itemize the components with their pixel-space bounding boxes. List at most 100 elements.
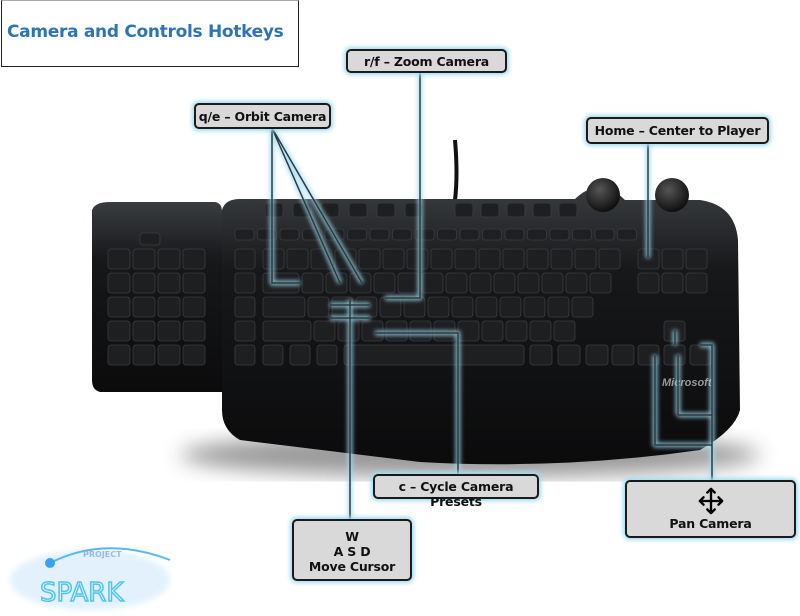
callout-zoom-camera: r/f – Zoom Camera [346, 49, 507, 73]
key [499, 296, 522, 318]
key [571, 296, 594, 318]
key [661, 272, 684, 294]
key [505, 320, 528, 342]
logo-big-text: SPARK [40, 578, 124, 608]
key [541, 272, 564, 294]
key [493, 272, 516, 294]
key [107, 248, 131, 270]
title-box: Camera and Controls Hotkeys [1, 0, 299, 67]
key [307, 296, 330, 318]
brand-logo: Microsoft [662, 377, 713, 389]
key [482, 228, 502, 241]
key [523, 296, 546, 318]
key [553, 320, 576, 342]
key [565, 272, 588, 294]
callout-move-cursor: W A S D Move Cursor [292, 519, 412, 581]
key [454, 248, 477, 270]
callout-text: W [345, 529, 359, 544]
key [313, 320, 336, 342]
key [574, 248, 597, 270]
connector-lines [269, 72, 715, 519]
key [517, 272, 540, 294]
key [262, 344, 284, 366]
key [301, 272, 324, 294]
key [289, 344, 311, 366]
key [262, 296, 306, 318]
key [475, 296, 498, 318]
callout-text: Move Cursor [308, 559, 396, 574]
key [481, 320, 504, 342]
callout-text: q/e – Orbit Camera [198, 109, 327, 124]
key [234, 344, 256, 366]
key [279, 228, 300, 241]
key [532, 202, 552, 218]
key [527, 228, 547, 241]
key [107, 296, 131, 318]
key [343, 344, 525, 366]
key [376, 202, 396, 218]
key [685, 248, 708, 270]
key [529, 344, 553, 366]
key [454, 202, 474, 218]
key [663, 344, 686, 366]
key [157, 296, 181, 318]
key [637, 272, 660, 294]
callout-pan-camera: Pan Camera [625, 480, 796, 538]
key [132, 344, 156, 366]
key [234, 320, 256, 342]
key [347, 228, 367, 241]
key [685, 272, 708, 294]
page-title: Camera and Controls Hotkeys [7, 22, 284, 42]
key [430, 248, 453, 270]
key [502, 248, 525, 270]
key [661, 248, 684, 270]
project-spark-logo: PROJECT SPARK [10, 547, 171, 610]
key [445, 272, 468, 294]
key [139, 232, 161, 246]
key [234, 228, 255, 241]
key [382, 248, 405, 270]
key [182, 272, 206, 294]
callout-orbit-camera: q/e – Orbit Camera [194, 103, 331, 129]
key [369, 228, 390, 241]
key [585, 344, 609, 366]
callout-text: r/f – Zoom Camera [363, 54, 490, 69]
key [589, 272, 612, 294]
key [157, 320, 181, 342]
key [594, 228, 615, 241]
key [107, 320, 131, 342]
key [504, 228, 525, 241]
callout-text: Home – Center to Player [594, 123, 761, 138]
key [459, 228, 480, 241]
key [107, 272, 131, 294]
key [689, 344, 712, 366]
key [421, 272, 444, 294]
key [526, 248, 549, 270]
key [316, 344, 338, 366]
key [557, 344, 581, 366]
key [457, 320, 480, 342]
key [286, 248, 309, 270]
key [392, 228, 412, 241]
key [132, 296, 156, 318]
key [132, 272, 156, 294]
key [182, 296, 206, 318]
key [598, 248, 621, 270]
key [182, 320, 206, 342]
callout-text: Pan Camera [669, 516, 752, 531]
key [348, 202, 368, 218]
callout-text: A S D [333, 544, 371, 559]
key [529, 320, 552, 342]
key [157, 248, 181, 270]
callout-text: c – Cycle Camera Presets [398, 479, 514, 509]
key [397, 272, 420, 294]
key [373, 272, 396, 294]
key [182, 344, 206, 366]
key [469, 272, 492, 294]
zoom-knob [655, 178, 689, 212]
four-way-arrow-icon [698, 487, 723, 515]
key [478, 248, 501, 270]
callout-cycle-camera-presets: c – Cycle Camera Presets [373, 474, 539, 509]
key [234, 248, 256, 270]
